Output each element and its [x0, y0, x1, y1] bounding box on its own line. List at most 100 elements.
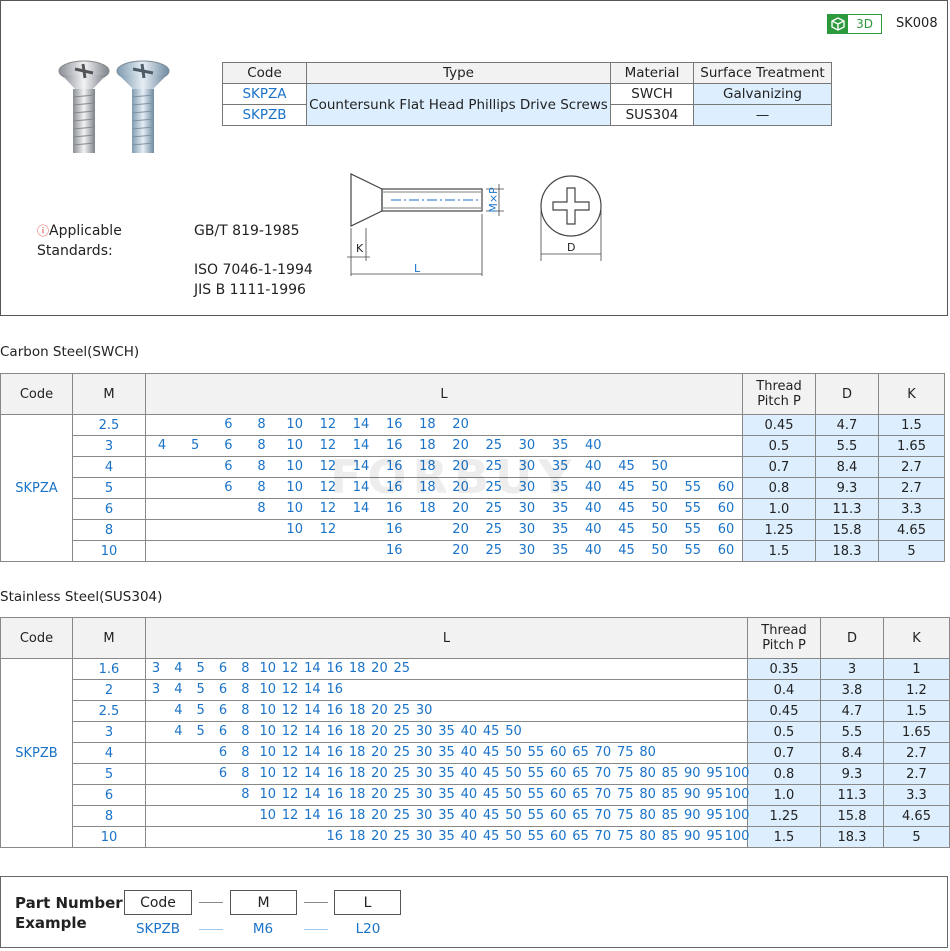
length-value[interactable]: 25: [393, 787, 411, 802]
length-value[interactable]: 80: [639, 766, 656, 781]
length-value[interactable]: 6: [218, 682, 228, 697]
length-value[interactable]: 55: [527, 829, 545, 844]
length-value[interactable]: 80: [639, 829, 656, 844]
length-value[interactable]: 14: [304, 766, 321, 781]
length-value[interactable]: 14: [304, 682, 321, 697]
length-value[interactable]: 25: [393, 829, 411, 844]
length-value[interactable]: 8: [241, 724, 250, 739]
length-value[interactable]: 14: [304, 808, 321, 823]
length-value[interactable]: 55: [527, 808, 545, 823]
length-value[interactable]: 16: [385, 501, 403, 516]
length-value[interactable]: 6: [218, 724, 228, 739]
code-cell[interactable]: SKPZA: [0, 414, 73, 562]
length-value[interactable]: 70: [594, 808, 612, 823]
length-value[interactable]: 10: [286, 417, 303, 432]
length-value[interactable]: 18: [348, 808, 366, 823]
length-value[interactable]: 50: [505, 787, 522, 802]
length-value[interactable]: 85: [661, 829, 679, 844]
length-value[interactable]: 25: [485, 438, 503, 453]
length-value[interactable]: 30: [518, 438, 536, 453]
length-value[interactable]: 40: [460, 829, 478, 844]
length-value[interactable]: 18: [419, 417, 436, 432]
length-value[interactable]: 45: [482, 745, 500, 760]
length-value[interactable]: 20: [452, 438, 469, 453]
length-value[interactable]: 10: [259, 724, 276, 739]
length-value[interactable]: 35: [438, 745, 455, 760]
length-value[interactable]: 5: [191, 438, 200, 453]
length-value[interactable]: 60: [549, 766, 567, 781]
length-value[interactable]: 20: [452, 480, 469, 495]
length-value[interactable]: 35: [551, 501, 569, 516]
length-value[interactable]: 60: [717, 501, 735, 516]
length-value[interactable]: 16: [326, 703, 344, 718]
length-value[interactable]: 25: [393, 724, 411, 739]
length-value[interactable]: 16: [385, 480, 403, 495]
length-value[interactable]: 75: [616, 829, 634, 844]
length-value[interactable]: 18: [419, 480, 436, 495]
length-value[interactable]: 35: [438, 808, 455, 823]
length-value[interactable]: 4: [174, 661, 183, 676]
length-value[interactable]: 14: [352, 501, 370, 516]
length-value[interactable]: 6: [224, 459, 233, 474]
length-value[interactable]: 45: [482, 724, 500, 739]
length-value[interactable]: 20: [452, 543, 469, 558]
length-value[interactable]: 14: [352, 417, 370, 432]
length-value[interactable]: 6: [218, 703, 228, 718]
length-value[interactable]: 16: [326, 787, 344, 802]
length-value[interactable]: 10: [286, 459, 303, 474]
length-value[interactable]: 30: [518, 522, 536, 537]
length-value[interactable]: 50: [505, 724, 522, 739]
length-value[interactable]: 8: [241, 703, 250, 718]
length-value[interactable]: 45: [618, 459, 635, 474]
length-value[interactable]: 12: [281, 682, 299, 697]
length-value[interactable]: 55: [684, 501, 702, 516]
length-value[interactable]: 40: [460, 745, 478, 760]
length-value[interactable]: 35: [438, 724, 455, 739]
length-value[interactable]: 50: [651, 501, 668, 516]
length-value[interactable]: 40: [585, 480, 602, 495]
m-cell[interactable]: 10: [72, 826, 146, 848]
length-value[interactable]: 30: [518, 501, 536, 516]
length-value[interactable]: 20: [452, 417, 469, 432]
length-value[interactable]: 25: [485, 480, 503, 495]
length-value[interactable]: 10: [286, 501, 303, 516]
length-value[interactable]: 14: [352, 459, 370, 474]
length-value[interactable]: 100: [724, 766, 750, 781]
length-value[interactable]: 6: [224, 480, 233, 495]
length-value[interactable]: 45: [482, 787, 500, 802]
m-cell[interactable]: 3: [72, 435, 146, 457]
length-value[interactable]: 5: [196, 703, 205, 718]
length-value[interactable]: 4: [174, 703, 183, 718]
length-value[interactable]: 45: [482, 808, 500, 823]
length-value[interactable]: 12: [319, 438, 337, 453]
length-value[interactable]: 4: [174, 724, 183, 739]
length-value[interactable]: 8: [257, 459, 266, 474]
length-value[interactable]: 20: [452, 501, 469, 516]
length-value[interactable]: 50: [651, 522, 668, 537]
length-value[interactable]: 6: [224, 438, 233, 453]
length-value[interactable]: 45: [482, 829, 500, 844]
length-value[interactable]: 12: [319, 501, 337, 516]
m-cell[interactable]: 3: [72, 721, 146, 743]
length-value[interactable]: 18: [348, 766, 366, 781]
code-cell[interactable]: SKPZB: [222, 104, 307, 126]
m-cell[interactable]: 4: [72, 456, 146, 478]
length-value[interactable]: 40: [460, 766, 478, 781]
length-value[interactable]: 14: [352, 438, 370, 453]
length-value[interactable]: 55: [527, 787, 545, 802]
length-value[interactable]: 100: [724, 808, 750, 823]
length-value[interactable]: 80: [639, 808, 656, 823]
length-value[interactable]: 20: [452, 522, 469, 537]
length-value[interactable]: 50: [651, 480, 668, 495]
length-value[interactable]: 18: [348, 745, 366, 760]
length-value[interactable]: 18: [419, 459, 436, 474]
length-value[interactable]: 16: [326, 661, 344, 676]
length-value[interactable]: 30: [415, 787, 433, 802]
length-value[interactable]: 90: [684, 808, 701, 823]
m-cell[interactable]: 2.5: [72, 414, 146, 436]
length-value[interactable]: 25: [393, 745, 411, 760]
length-value[interactable]: 60: [717, 522, 735, 537]
length-value[interactable]: 8: [241, 682, 250, 697]
length-value[interactable]: 12: [281, 787, 299, 802]
m-cell[interactable]: 5: [72, 477, 146, 499]
